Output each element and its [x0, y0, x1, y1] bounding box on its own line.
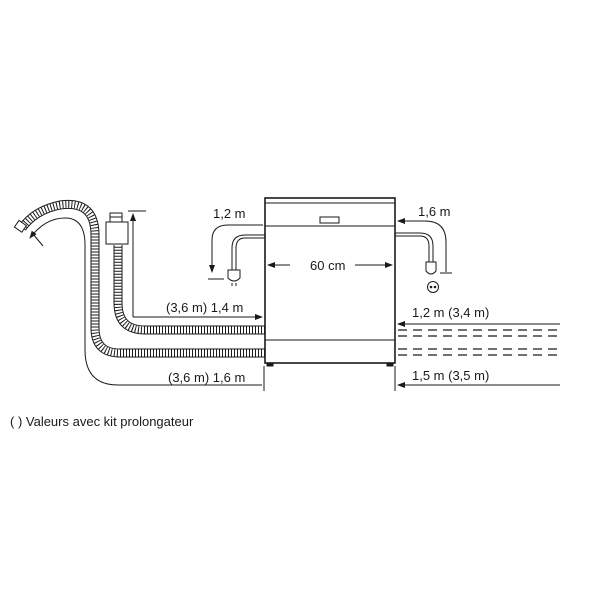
- right-drain-label: 1,5 m (3,5 m): [412, 368, 489, 383]
- left-power-cord: [208, 224, 265, 286]
- left-drain-dimension: [29, 217, 262, 386]
- left-cord-label: 1,2 m: [213, 206, 246, 221]
- right-hoses: [397, 321, 560, 388]
- right-power-cord: [395, 218, 452, 293]
- dishwasher: [263, 197, 396, 391]
- width-label: 60 cm: [310, 258, 345, 273]
- footnote: ( ) Valeurs avec kit prolongateur: [10, 414, 194, 429]
- left-inlet-label: (3,6 m) 1,4 m: [166, 300, 243, 315]
- display-panel: [319, 216, 340, 224]
- right-inlet-label: 1,2 m (3,4 m): [412, 305, 489, 320]
- left-hoses: [13, 199, 265, 358]
- left-drain-label: (3,6 m) 1,6 m: [168, 370, 245, 385]
- left-inlet-dimension: [128, 210, 263, 320]
- right-cord-label: 1,6 m: [418, 204, 451, 219]
